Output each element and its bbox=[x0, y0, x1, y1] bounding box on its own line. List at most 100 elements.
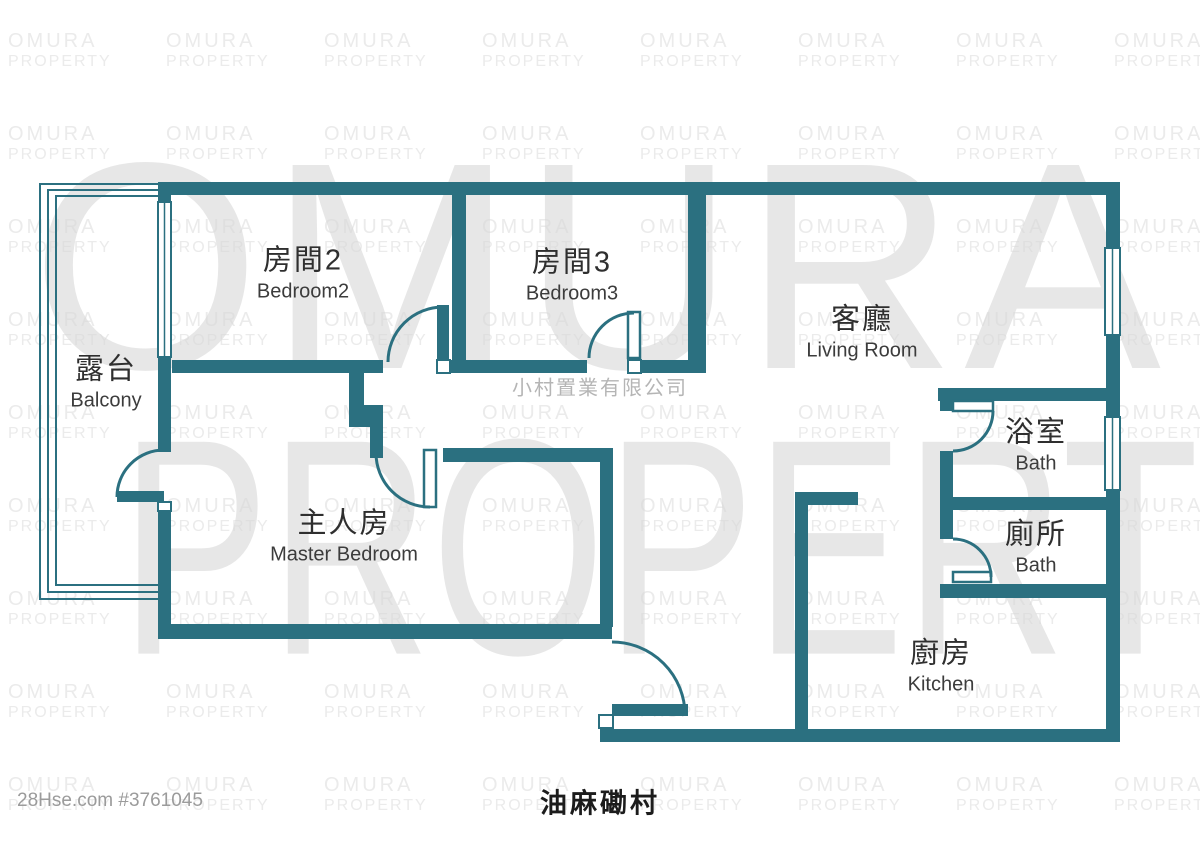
door-leaf bbox=[422, 448, 438, 509]
door-leaf bbox=[951, 570, 993, 584]
wall-segment bbox=[940, 497, 1106, 510]
door-leaf bbox=[612, 704, 688, 716]
wall-segment bbox=[370, 427, 383, 458]
listing-source-credit: 28Hse.com #3761045 bbox=[17, 790, 203, 811]
door-leaf bbox=[117, 491, 164, 502]
room-name-en: Bath bbox=[1015, 554, 1057, 577]
room-name-en: Bedroom2 bbox=[256, 280, 350, 303]
room-label-balcony: 露台 Balcony bbox=[70, 354, 142, 412]
company-watermark: 小村置業有限公司 bbox=[512, 377, 688, 400]
windows bbox=[157, 201, 1121, 491]
door-swing-arc bbox=[115, 448, 165, 498]
door-swing-arc bbox=[952, 537, 993, 578]
door-swing-arc bbox=[952, 410, 995, 453]
wall-segment bbox=[688, 182, 706, 373]
door-leaf bbox=[437, 305, 449, 360]
door-swing-arc bbox=[587, 311, 635, 359]
room-label-master-bedroom: 主人房 Master Bedroom bbox=[270, 507, 418, 566]
room-name-zh: 浴室 bbox=[1004, 416, 1068, 449]
room-name-en: Bedroom3 bbox=[525, 282, 619, 305]
wall-segment bbox=[172, 360, 383, 373]
wall-segment bbox=[940, 451, 953, 497]
wall-segment bbox=[940, 401, 953, 411]
wall-segment bbox=[158, 357, 171, 452]
room-name-en: Kitchen bbox=[907, 673, 975, 696]
estate-title: 油麻磡村 bbox=[540, 788, 660, 819]
wall-segment bbox=[349, 405, 383, 427]
wall-segment bbox=[940, 584, 1106, 598]
wall-segment bbox=[452, 195, 466, 360]
door-jamb bbox=[598, 714, 614, 729]
wall-segment bbox=[795, 492, 858, 505]
room-name-en: Master Bedroom bbox=[270, 543, 418, 566]
room-name-zh: 廁所 bbox=[1004, 518, 1068, 551]
wall-segment bbox=[940, 510, 953, 539]
door-swing-arc bbox=[611, 640, 687, 716]
wall-segment bbox=[1106, 335, 1120, 417]
room-name-zh: 客廳 bbox=[830, 303, 894, 336]
room-name-zh: 房間3 bbox=[531, 246, 613, 279]
room-name-zh: 主人房 bbox=[297, 507, 391, 540]
wall-segment bbox=[938, 388, 1106, 401]
room-label-toilet: 廁所 Bath bbox=[1004, 518, 1068, 577]
door-leaf bbox=[951, 399, 995, 413]
wall-segment bbox=[158, 511, 171, 639]
door-swing-arc bbox=[374, 452, 431, 509]
room-label-bedroom3: 房間3 Bedroom3 bbox=[525, 246, 619, 305]
balcony-rail-line bbox=[47, 189, 164, 593]
room-name-en: Balcony bbox=[70, 389, 142, 412]
wall-segment bbox=[158, 182, 1120, 195]
wall-segment bbox=[158, 624, 612, 639]
